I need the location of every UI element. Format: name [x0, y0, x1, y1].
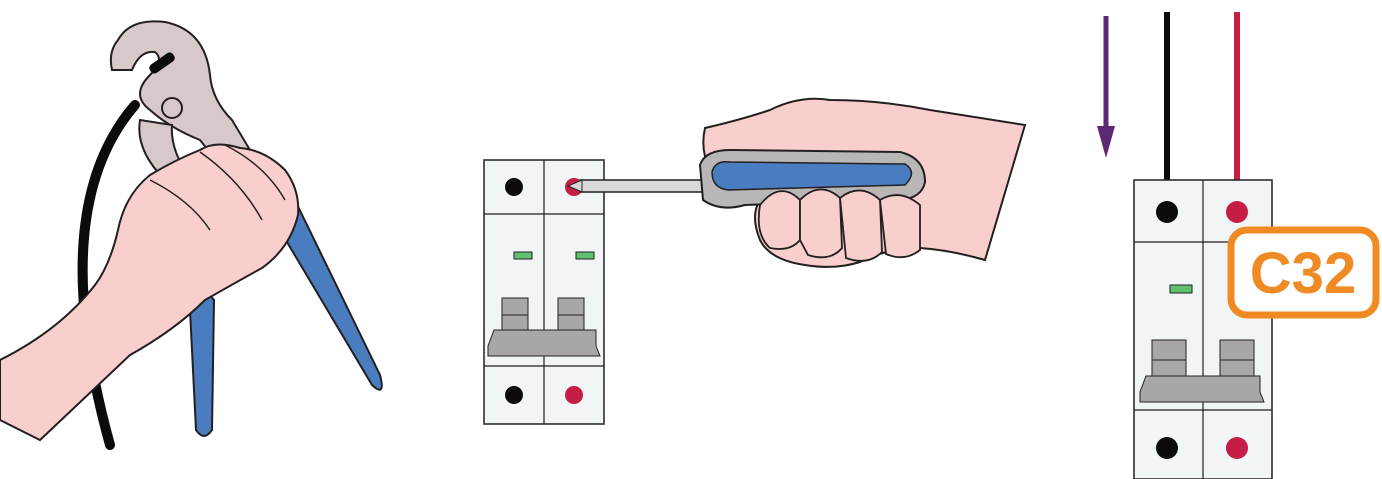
finger-line-3: [224, 144, 286, 201]
circuit-breaker-icon: [483, 159, 605, 425]
gripped-cable: [149, 52, 175, 74]
black-cable: [77, 100, 140, 450]
wire-terminal-right: [1226, 201, 1248, 223]
large-indicator-left: [1169, 284, 1193, 294]
finger-2: [799, 188, 843, 259]
wire-terminal-left: [1156, 201, 1178, 223]
indicator-right: [575, 251, 595, 260]
finger-3: [839, 189, 883, 262]
plier-jaws: [109, 20, 252, 170]
screwdriver-in-hand-icon: [566, 97, 1027, 268]
large-toggle-right: [1219, 339, 1255, 379]
toggle-bar: [487, 329, 601, 357]
finger-line-1: [149, 179, 211, 231]
plier-handle-left: [186, 267, 216, 437]
pliers-in-hand-icon: [0, 20, 383, 450]
finger-1: [757, 190, 801, 250]
hand-holding-pliers: [0, 143, 300, 442]
rating-badge-label: C32: [1250, 241, 1356, 306]
down-arrow-icon: [1097, 16, 1115, 158]
finger-4: [879, 194, 921, 259]
screwdriver-grip-stripe: [711, 160, 913, 191]
top-terminal-left: [505, 178, 523, 196]
screwdriver-shaft: [579, 179, 706, 193]
rating-badge: C32: [1227, 226, 1380, 319]
finger-line-2: [199, 151, 263, 221]
bottom-terminal-left: [505, 386, 523, 404]
large-bottom-terminal-right: [1226, 437, 1248, 459]
screwdriver-tip: [566, 179, 583, 193]
indicator-left: [513, 251, 533, 260]
large-toggle-bar: [1139, 375, 1265, 403]
large-bottom-terminal-left: [1156, 437, 1178, 459]
rating-badge-frame: [1227, 226, 1380, 319]
large-toggle-left: [1151, 339, 1187, 379]
plier-handle-right: [260, 188, 383, 391]
bottom-terminal-right: [565, 386, 583, 404]
plier-pivot: [161, 97, 183, 119]
